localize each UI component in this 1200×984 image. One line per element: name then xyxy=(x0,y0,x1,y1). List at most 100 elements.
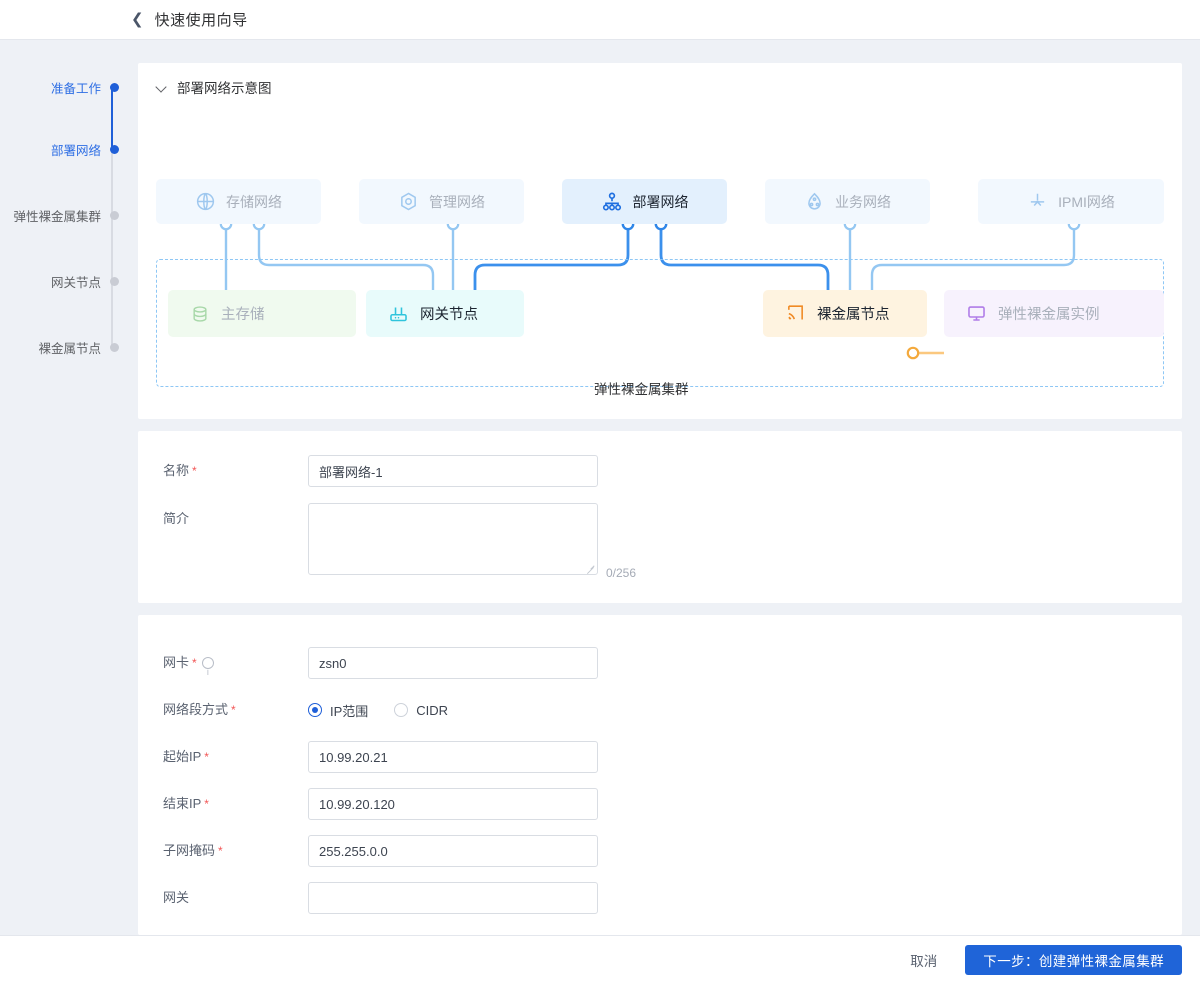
field-row-end-ip: 结束IP* xyxy=(138,788,1182,820)
step-label: 准备工作 xyxy=(50,81,101,96)
label-text: 网络段方式 xyxy=(163,702,229,717)
radio-dot-icon xyxy=(394,703,409,717)
sidebar-step-deploy-network[interactable]: 部署网络 xyxy=(0,141,128,158)
required-marker: * xyxy=(231,703,236,717)
step-label: 裸金属节点 xyxy=(38,341,101,356)
next-step-button[interactable]: 下一步：创建弹性裸金属集群 xyxy=(965,945,1182,975)
field-row-nic: 网卡* xyxy=(138,647,1182,688)
step-dot-icon xyxy=(110,342,119,352)
label-text: 子网掩码 xyxy=(163,843,216,858)
sidebar-step-bare-metal-cluster[interactable]: 弹性裸金属集群 xyxy=(0,207,128,224)
group-card-primary-storage[interactable]: 主存储 xyxy=(168,290,356,337)
field-row-name: 名称* xyxy=(138,455,1182,487)
name-input[interactable] xyxy=(308,455,598,487)
network-card-label: 业务网络 xyxy=(835,193,891,210)
footer-bar: 取消 下一步：创建弹性裸金属集群 xyxy=(0,935,1200,984)
start-ip-field-label: 起始IP* xyxy=(138,741,308,773)
step-connector-4 xyxy=(110,281,113,347)
required-marker: * xyxy=(218,844,223,858)
step-dot-icon xyxy=(110,144,119,154)
cancel-button[interactable]: 取消 xyxy=(910,954,938,969)
info-circle-icon[interactable] xyxy=(201,656,214,688)
monitor-icon xyxy=(968,306,985,321)
network-tree-icon xyxy=(602,192,621,211)
step-label: 弹性裸金属集群 xyxy=(13,209,101,224)
chevron-left-icon[interactable]: ❮ xyxy=(131,11,144,28)
netmask-field-label: 子网掩码* xyxy=(138,835,308,867)
field-row-description: 简介 0/256 xyxy=(138,503,1182,580)
nic-field-label: 网卡* xyxy=(138,647,308,688)
router-icon xyxy=(390,307,407,322)
description-field-label: 简介 xyxy=(163,511,190,526)
required-marker: * xyxy=(192,464,197,478)
hexagon-target-icon xyxy=(401,192,416,211)
required-marker: * xyxy=(204,797,209,811)
network-card-storage[interactable]: 存储网络 xyxy=(156,179,321,224)
network-card-label: 存储网络 xyxy=(226,193,282,210)
label-text: 起始IP xyxy=(163,749,202,764)
steps-sidebar: 准备工作 部署网络 弹性裸金属集群 网关节点 裸金属节点 xyxy=(0,41,128,935)
step-connector-3 xyxy=(110,215,113,281)
radio-dot-icon xyxy=(308,703,322,717)
database-icon xyxy=(193,305,207,322)
required-marker: * xyxy=(192,656,197,670)
segment-mode-radio-group: IP范围 CIDR xyxy=(308,694,448,726)
network-card-management[interactable]: 管理网络 xyxy=(359,179,524,224)
group-card-label: 主存储 xyxy=(221,307,265,323)
step-label: 网关节点 xyxy=(50,275,101,290)
radio-label: CIDR xyxy=(416,702,449,718)
segment-mode-field-label: 网络段方式* xyxy=(138,694,308,726)
name-field-label: 名称* xyxy=(138,455,308,487)
diagram-collapse-header[interactable]: 部署网络示意图 xyxy=(156,77,272,97)
step-connector-2 xyxy=(110,149,113,215)
sidebar-step-gateway-node[interactable]: 网关节点 xyxy=(0,273,128,290)
end-ip-input[interactable] xyxy=(308,788,598,820)
chevron-down-icon xyxy=(156,81,168,93)
network-card-label: 部署网络 xyxy=(632,193,689,210)
group-card-label: 裸金属节点 xyxy=(817,307,890,323)
description-textarea[interactable] xyxy=(308,503,598,575)
field-row-netmask: 子网掩码* xyxy=(138,835,1182,867)
network-card-label: 管理网络 xyxy=(429,193,485,210)
gateway-field-label: 网关 xyxy=(163,890,190,905)
sidebar-step-bare-metal-node[interactable]: 裸金属节点 xyxy=(0,339,128,356)
network-card-ipmi[interactable]: IPMI网络 xyxy=(978,179,1164,224)
globe-icon xyxy=(196,192,215,211)
step-dot-icon xyxy=(110,210,119,220)
page-title: 快速使用向导 xyxy=(154,12,248,29)
radio-ip-range[interactable]: IP范围 xyxy=(308,701,368,720)
end-ip-field-label: 结束IP* xyxy=(138,788,308,820)
ipmi-plug-icon xyxy=(1030,193,1045,207)
network-card-label: IPMI网络 xyxy=(1058,193,1115,210)
diagram-title: 部署网络示意图 xyxy=(177,81,272,96)
cluster-boundary-label: 弹性裸金属集群 xyxy=(594,382,689,397)
basic-info-form: 名称* 简介 0/256 xyxy=(138,431,1182,603)
network-diagram-panel: 部署网络示意图 xyxy=(138,63,1182,419)
group-card-bare-metal-node[interactable]: 裸金属节点 xyxy=(763,290,927,337)
step-dot-icon xyxy=(110,82,119,92)
start-ip-input[interactable] xyxy=(308,741,598,773)
field-row-start-ip: 起始IP* xyxy=(138,741,1182,773)
group-card-bare-metal-instance[interactable]: 弹性裸金属实例 xyxy=(944,290,1164,337)
radio-cidr[interactable]: CIDR xyxy=(394,703,448,718)
sidebar-step-preparation[interactable]: 准备工作 xyxy=(0,79,128,96)
step-connector-1 xyxy=(110,87,113,149)
step-label: 部署网络 xyxy=(50,143,101,158)
group-card-gateway-node[interactable]: 网关节点 xyxy=(366,290,524,337)
description-textarea-wrap xyxy=(308,503,598,578)
bare-metal-signal-icon xyxy=(788,305,803,320)
radio-label: IP范围 xyxy=(330,703,369,719)
group-card-label: 网关节点 xyxy=(420,307,478,323)
description-counter: 0/256 xyxy=(606,566,637,580)
body-region: 准备工作 部署网络 弹性裸金属集群 网关节点 裸金属节点 xyxy=(0,41,1200,935)
nic-input[interactable] xyxy=(308,647,598,679)
network-card-business[interactable]: 业务网络 xyxy=(765,179,930,224)
network-card-deploy[interactable]: 部署网络 xyxy=(562,179,727,224)
network-config-form: 网卡* 网络段方式* IP范围 CIDR xyxy=(138,615,1182,935)
label-text: 结束IP xyxy=(163,796,202,811)
netmask-input[interactable] xyxy=(308,835,598,867)
field-row-gateway: 网关 xyxy=(138,882,1182,914)
gateway-input[interactable] xyxy=(308,882,598,914)
cloud-nodes-icon xyxy=(808,192,821,210)
